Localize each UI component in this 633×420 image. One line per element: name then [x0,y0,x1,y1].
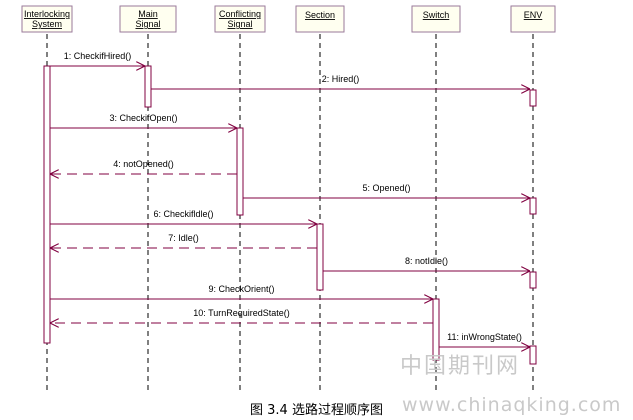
watermark-chinese: 中国期刊网 [400,354,521,379]
message-label-9: 9: CheckOrient() [208,284,274,294]
activation-bar [236,127,244,216]
lifeline-label-0: Interlocking [24,9,70,19]
lifeline-label-1: Signal [135,19,160,29]
watermark-url: www.chinaqking.com [402,394,622,416]
message-label-6: 6: Checkifldle() [153,209,213,219]
lifeline-head-2[interactable] [214,5,266,33]
lifeline-label-1: Main [138,9,158,19]
message-label-2: 2: Hired() [322,74,360,84]
lifeline-head-0[interactable] [21,5,73,33]
activation-bar [529,271,537,289]
message-label-8: 8: notIdle() [405,256,448,266]
message-label-1: 1: CheckifHired() [64,51,132,61]
activation-bar [144,65,152,108]
lifeline-label-5: ENV [524,10,543,20]
message-label-11: 11: inWrongState() [447,332,522,342]
lifeline-label-2: Conflicting [219,9,261,19]
lifeline-head-3[interactable] [295,5,345,33]
activation-bar [43,65,51,344]
message-label-10: 10: TurnRequiredState() [193,308,290,318]
activation-bar [529,89,537,107]
lifeline-head-5[interactable] [510,5,556,33]
figure-caption: 图 3.4 选路过程顺序图 [250,403,383,418]
message-label-3: 3: CheckifOpen() [109,113,177,123]
message-label-5: 5: Opened() [362,183,410,193]
activation-bar [529,345,537,365]
lifeline-label-0: System [32,19,62,29]
lifeline-head-4[interactable] [411,5,461,33]
message-label-4: 4: notOpened() [113,159,174,169]
activation-bar [432,298,440,361]
lifeline-label-2: Signal [227,19,252,29]
activation-bar [529,197,537,215]
lifeline-label-3: Section [305,10,335,20]
activation-bar [316,223,324,291]
message-label-7: 7: Idle() [168,233,199,243]
lifeline-label-4: Switch [423,10,450,20]
lifeline-head-1[interactable] [119,5,177,33]
